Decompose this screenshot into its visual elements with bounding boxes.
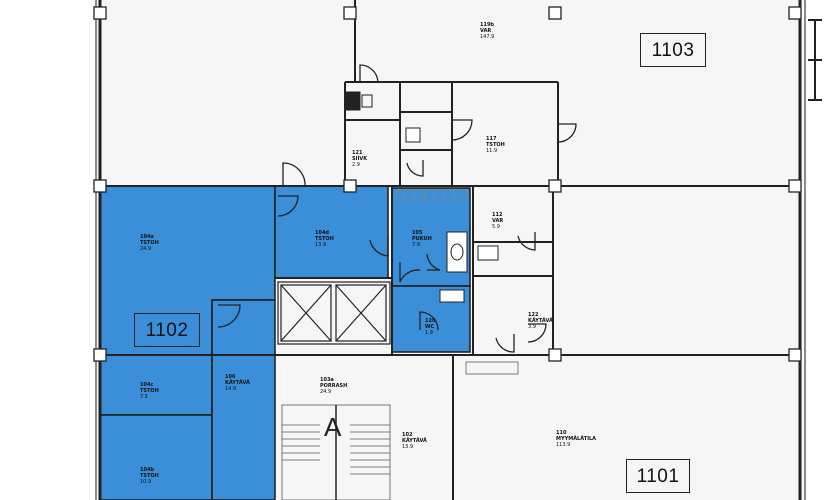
column-m3 xyxy=(548,179,562,193)
door-wc[interactable] xyxy=(419,311,439,331)
door-117[interactable] xyxy=(451,119,473,141)
column-b3 xyxy=(548,348,562,362)
door-corridor[interactable] xyxy=(495,334,515,353)
wc-toilet xyxy=(405,127,421,143)
column-tr xyxy=(788,6,802,20)
stair-label: A xyxy=(324,412,342,442)
sink-wc xyxy=(439,289,465,303)
staircase xyxy=(281,404,391,500)
elevator-left-x2 xyxy=(280,284,332,342)
door-shower[interactable] xyxy=(426,253,441,271)
room-106-selected[interactable] xyxy=(211,299,276,500)
column-mr xyxy=(788,179,802,193)
elevator-shaft xyxy=(277,281,391,345)
door-104d-inner[interactable] xyxy=(277,195,299,217)
door-121[interactable] xyxy=(406,160,424,177)
sink-fixture xyxy=(477,245,499,261)
unit-label-1103[interactable]: 1103 xyxy=(640,33,706,67)
door-122[interactable] xyxy=(527,323,547,343)
elevator-right-x2 xyxy=(335,284,387,342)
door-106[interactable] xyxy=(217,304,241,328)
right-wall-windows xyxy=(808,19,822,101)
column-m2 xyxy=(343,179,357,193)
door-112[interactable] xyxy=(517,232,536,251)
door-117-east[interactable] xyxy=(557,123,577,143)
column-ml xyxy=(93,179,107,193)
door-105[interactable] xyxy=(399,262,421,283)
door-104d[interactable] xyxy=(282,162,306,187)
cabinet-block xyxy=(345,91,361,111)
column-t3 xyxy=(548,6,562,20)
cabinet-small xyxy=(361,94,373,108)
column-t2 xyxy=(343,6,357,20)
counter xyxy=(465,361,519,375)
door-104d-east[interactable] xyxy=(369,236,389,257)
unit-label-1102[interactable]: 1102 xyxy=(134,313,200,347)
unit-label-1101[interactable]: 1101 xyxy=(626,459,690,493)
column-tl xyxy=(93,6,107,20)
column-bl xyxy=(93,348,107,362)
door-core-top[interactable] xyxy=(359,64,379,83)
column-br xyxy=(788,348,802,362)
shelving xyxy=(395,189,467,201)
toilet-fixture xyxy=(450,243,464,261)
